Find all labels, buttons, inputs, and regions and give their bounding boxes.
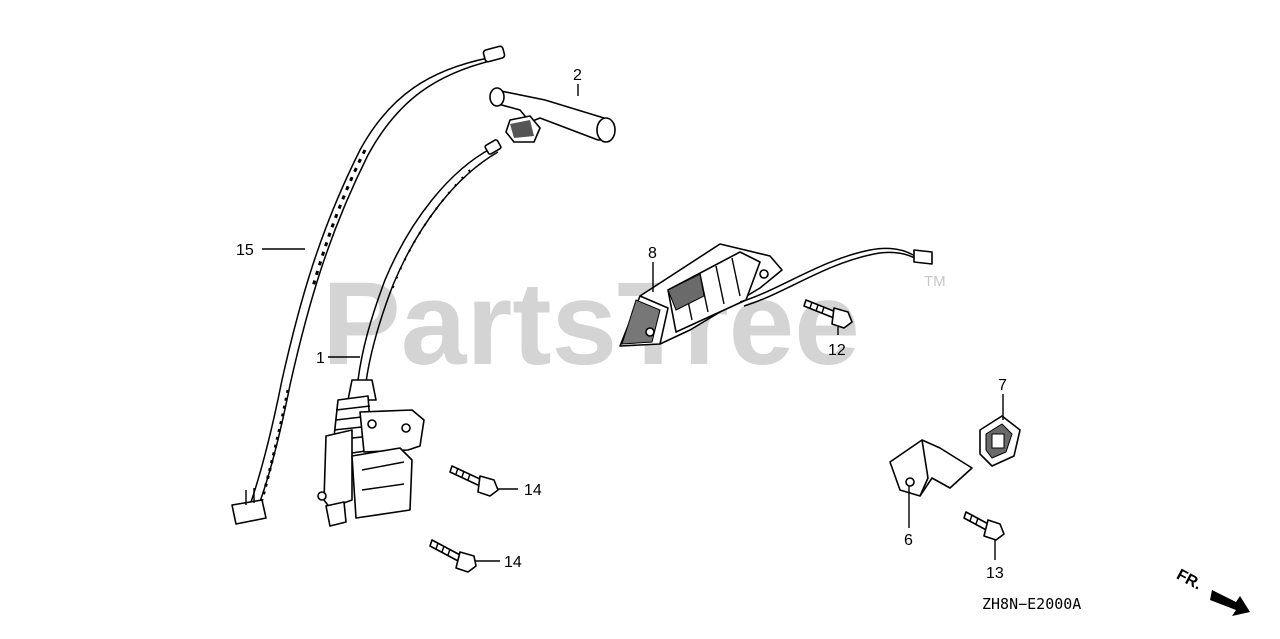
part-1-ignition-coil[interactable] [317,139,502,527]
part-6-bracket[interactable] [889,439,973,497]
watermark-trademark: TM [924,273,946,290]
callout-15: 15 [236,242,254,259]
direction-arrow-icon [1210,590,1250,616]
part-13-bolt[interactable] [963,511,1005,541]
callout-14-lower: 14 [504,554,522,571]
part-12-bolt[interactable] [803,299,853,329]
direction-label: FR. [1174,566,1205,593]
callout-13: 13 [986,565,1004,582]
callout-12: 12 [828,342,846,359]
part-14-bolt-lower[interactable] [429,539,477,573]
part-8-charge-coil[interactable] [619,243,933,347]
part-15-stop-switch-wire[interactable] [231,45,506,525]
callout-2: 2 [573,67,582,84]
diagram-code: ZH8N−E2000A [982,595,1081,613]
callout-1: 1 [316,350,325,367]
part-14-bolt-upper[interactable] [449,465,499,497]
part-7-grommet[interactable] [979,415,1021,467]
callout-8: 8 [648,245,657,262]
direction-indicator: FR. [1174,566,1250,616]
callout-7: 7 [998,377,1007,394]
watermark-text: PartsTree [322,258,860,390]
part-2-plug-cap[interactable] [489,87,616,143]
callout-14-upper: 14 [524,482,542,499]
callout-6: 6 [904,532,913,549]
